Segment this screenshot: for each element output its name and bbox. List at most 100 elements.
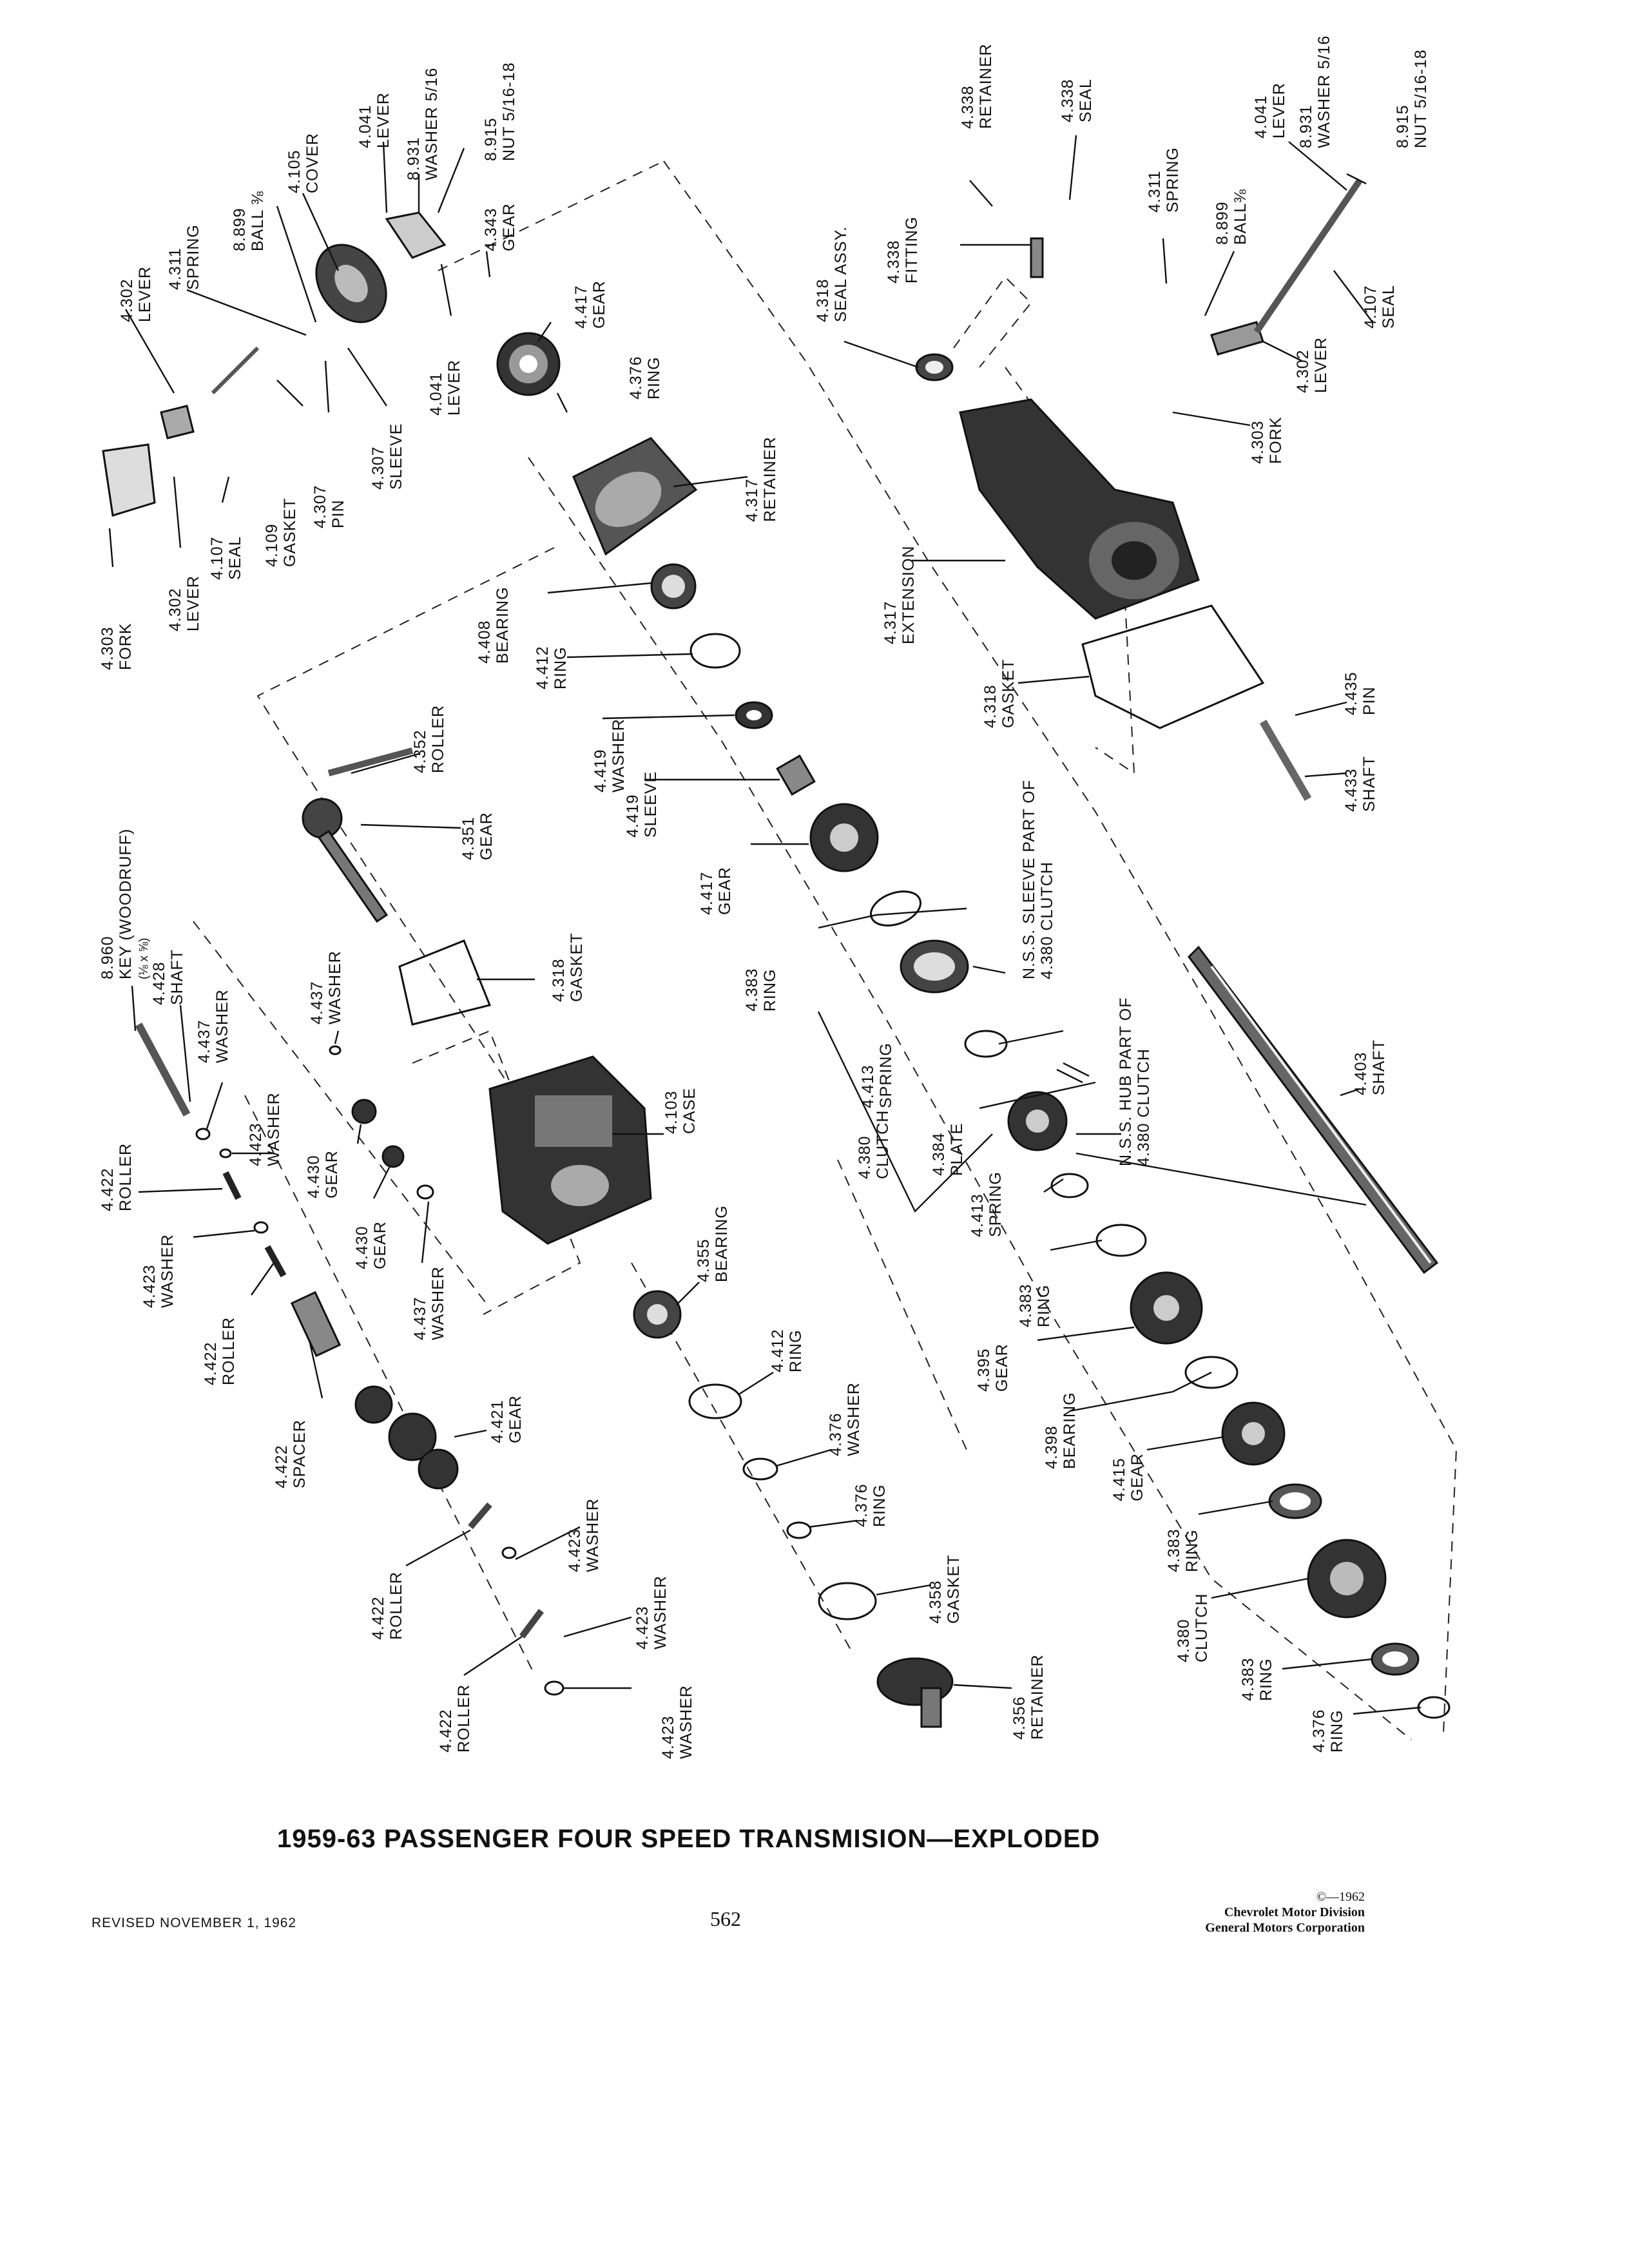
part-rollers-4422	[222, 1171, 544, 1639]
svg-text:4.423: 4.423	[247, 1122, 265, 1166]
copyright-block: ©—1962 Chevrolet Motor Division General …	[1205, 1889, 1365, 1936]
part-shaft-4433	[1259, 719, 1312, 802]
svg-text:4.423: 4.423	[140, 1264, 159, 1308]
svg-text:SLEEVE: SLEEVE	[387, 423, 405, 490]
svg-text:4.408: 4.408	[476, 620, 494, 664]
svg-text:4.398: 4.398	[1043, 1425, 1061, 1469]
svg-text:RING: RING	[645, 357, 663, 400]
part-roller-4352	[327, 747, 414, 776]
svg-text:GEAR: GEAR	[477, 812, 496, 860]
svg-text:4.422: 4.422	[369, 1596, 387, 1640]
svg-text:4.356: 4.356	[1010, 1696, 1028, 1740]
svg-text:SHAFT: SHAFT	[168, 949, 186, 1005]
svg-text:ROLLER: ROLLER	[429, 705, 447, 773]
part-gear-4417-top	[496, 332, 561, 396]
svg-text:4.380 CLUTCH: 4.380 CLUTCH	[1038, 861, 1056, 979]
svg-text:WASHER: WASHER	[265, 1092, 283, 1166]
svg-text:8.931: 8.931	[1297, 104, 1315, 148]
svg-text:4.423: 4.423	[633, 1606, 651, 1649]
part-bearing-4398	[1184, 1356, 1239, 1389]
svg-text:RETAINER: RETAINER	[1028, 1654, 1046, 1740]
svg-text:(⅛ x ⅝): (⅛ x ⅝)	[137, 938, 151, 979]
svg-text:CASE: CASE	[680, 1088, 699, 1134]
svg-text:4.318: 4.318	[814, 278, 832, 322]
svg-text:RETAINER: RETAINER	[761, 436, 779, 522]
part-washer-4419	[735, 701, 773, 729]
svg-text:8.899: 8.899	[1213, 201, 1231, 245]
revised-date: REVISED NOVEMBER 1, 1962	[92, 1916, 297, 1930]
svg-text:WASHER: WASHER	[213, 989, 231, 1063]
part-countergear-4421	[354, 1385, 459, 1490]
svg-text:4.376: 4.376	[853, 1483, 871, 1527]
svg-text:4.423: 4.423	[566, 1528, 584, 1572]
svg-text:RING: RING	[1035, 1285, 1053, 1328]
part-mainshaft-4403	[1188, 945, 1439, 1274]
svg-text:4.105: 4.105	[285, 149, 304, 193]
part-clutch-4380	[1307, 1539, 1387, 1619]
svg-text:RING: RING	[552, 647, 570, 690]
svg-text:SPACER: SPACER	[291, 1419, 309, 1488]
svg-text:4.403: 4.403	[1352, 1052, 1370, 1095]
part-lever-4041-top	[385, 211, 447, 259]
part-ring-4383-a	[870, 890, 921, 927]
svg-text:4.412: 4.412	[534, 646, 552, 689]
svg-text:4.419: 4.419	[592, 749, 610, 793]
svg-text:4.302: 4.302	[118, 278, 136, 322]
part-gear-4415	[1221, 1401, 1286, 1466]
svg-text:4.302: 4.302	[166, 588, 184, 631]
svg-text:GEAR: GEAR	[590, 280, 608, 329]
svg-text:GASKET: GASKET	[568, 933, 586, 1002]
svg-text:4.437: 4.437	[411, 1296, 429, 1340]
part-retainer-4356	[876, 1657, 954, 1728]
part-case-4103	[488, 1055, 652, 1245]
svg-text:4.413: 4.413	[859, 1064, 877, 1108]
svg-text:WASHER: WASHER	[610, 718, 628, 793]
org-line-2: General Motors Corporation	[1205, 1921, 1365, 1935]
svg-text:GEAR: GEAR	[500, 203, 518, 251]
svg-text:4.343: 4.343	[482, 207, 500, 251]
part-gear-4417-mid	[809, 803, 879, 872]
svg-text:4.307: 4.307	[369, 446, 387, 490]
part-spacer-4422	[290, 1291, 342, 1358]
svg-text:FITTING: FITTING	[903, 216, 921, 284]
part-bearing-4408	[650, 563, 697, 610]
svg-text:4.302: 4.302	[1294, 349, 1312, 393]
svg-text:NUT 5/16-18: NUT 5/16-18	[500, 62, 518, 161]
svg-text:4.430: 4.430	[353, 1225, 371, 1269]
svg-text:4.352: 4.352	[411, 729, 429, 773]
part-washer-4376	[742, 1457, 778, 1481]
svg-text:SPRING: SPRING	[184, 224, 202, 290]
svg-text:GEAR: GEAR	[993, 1343, 1011, 1392]
svg-text:SPRING: SPRING	[987, 1171, 1005, 1237]
part-spring-4413-a	[964, 1030, 1008, 1058]
part-ring-4383-d	[1371, 1642, 1420, 1676]
svg-text:BEARING: BEARING	[1061, 1392, 1079, 1469]
svg-text:4.428: 4.428	[150, 961, 168, 1005]
part-spring-4413-b	[1050, 1173, 1089, 1198]
part-seal-4318	[915, 353, 954, 381]
